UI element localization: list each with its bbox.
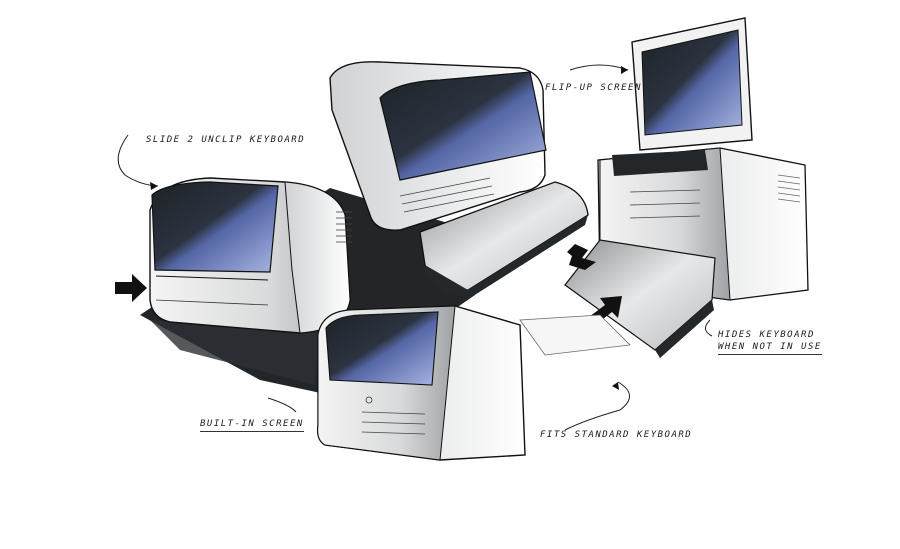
- unit-flip-up-screen: [564, 17, 809, 358]
- unit-built-in-screen: [316, 305, 631, 461]
- unit-center-monitor: [329, 61, 589, 298]
- tower-slots: [629, 189, 701, 219]
- arrow-down-icon: [567, 244, 596, 270]
- leader-arrowheads: [150, 66, 628, 390]
- annotation-built-in-screen: BUILT-IN SCREEN: [200, 419, 304, 432]
- arrow-right-icon: [115, 274, 147, 302]
- annotation-flip-up-screen: FLIP-UP SCREEN: [545, 83, 642, 93]
- annotation-slide-keyboard: SLIDE 2 UNCLIP KEYBOARD: [146, 135, 306, 145]
- annotation-fits-standard-keyboard: FITS STANDARD KEYBOARD: [540, 430, 693, 440]
- drive-slots: [399, 177, 495, 213]
- compact-slots: [361, 411, 426, 435]
- annotation-hides-keyboard-line1: HIDES KEYBOARD: [718, 330, 815, 340]
- tower-vent: [777, 174, 801, 203]
- unit-slide-keyboard: [115, 177, 352, 334]
- annotation-hides-keyboard-line2: WHEN NOT IN USE: [718, 342, 822, 355]
- vent-grille: [336, 211, 352, 243]
